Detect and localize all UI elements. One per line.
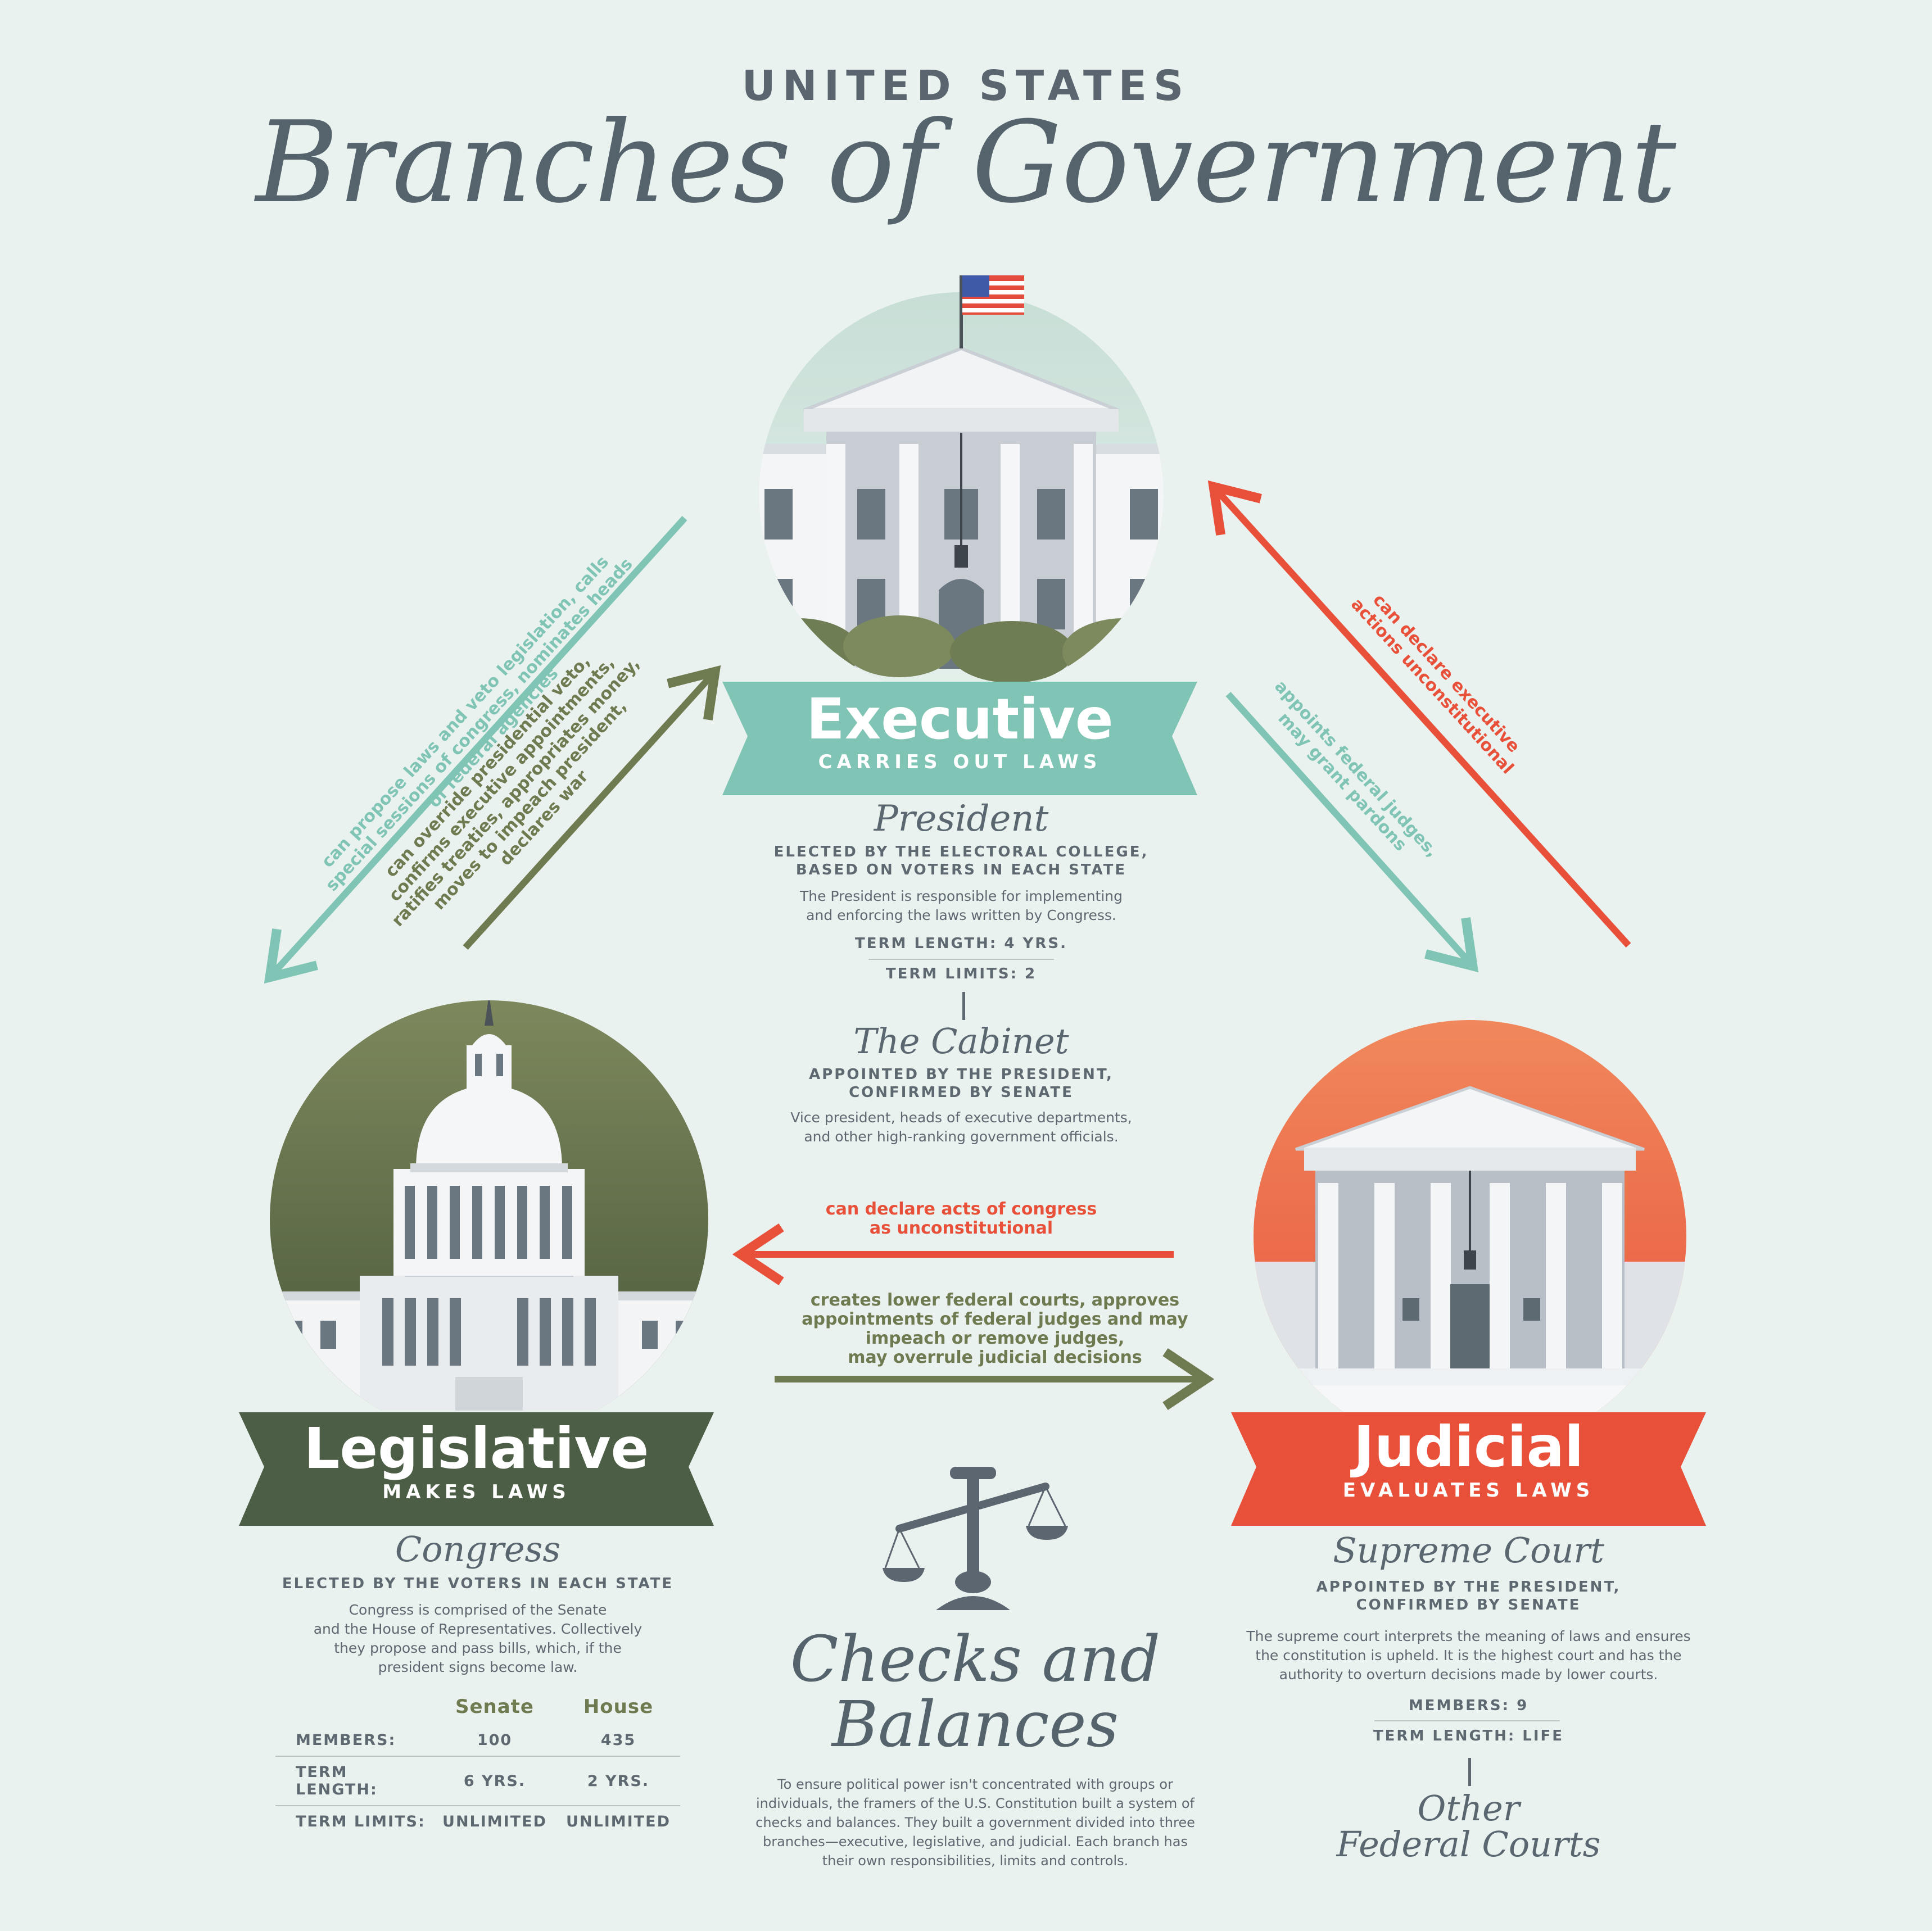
row-label: TERM LIMITS: <box>275 1805 433 1837</box>
table-row: TERM LENGTH: 6 YRS. 2 YRS. <box>275 1756 680 1806</box>
arrow-leg-to-exec <box>463 665 721 950</box>
cabinet-title: The Cabinet <box>853 1021 1069 1062</box>
president-term-limits: TERM LIMITS: 2 <box>885 966 1037 982</box>
row-label: MEMBERS: <box>296 1731 396 1749</box>
president-election-line: ELECTED BY THE ELECTORAL COLLEGE, <box>773 844 1149 860</box>
supreme-court-description-line: The supreme court interprets the meaning… <box>1246 1628 1691 1644</box>
checks-description-line: their own responsibilities, limits and c… <box>822 1853 1129 1869</box>
legislative-banner-title: Legislative <box>304 1416 649 1481</box>
house-value: 2 YRS. <box>556 1756 680 1806</box>
house-value: 435 <box>600 1731 636 1749</box>
congress-description-line: Congress is comprised of the Senate <box>349 1602 607 1618</box>
president-election: ELECTED BY THE ELECTORAL COLLEGE, BASED … <box>731 843 1192 879</box>
supreme-court-appointment-line: CONFIRMED BY SENATE <box>1356 1597 1581 1613</box>
divider <box>868 959 1054 960</box>
judicial-banner-shape <box>1231 1412 1706 1526</box>
president-title: President <box>874 798 1049 840</box>
scales-of-justice-icon <box>883 1467 1068 1610</box>
checks-description: To ensure political power isn't concentr… <box>708 1775 1242 1870</box>
arrow-exec-to-jud <box>1225 691 1479 973</box>
cabinet-description-line: Vice president, heads of executive depar… <box>790 1109 1132 1126</box>
label-jud-to-leg-line: can declare acts of congress <box>825 1199 1097 1219</box>
president-description-line: The President is responsible for impleme… <box>799 888 1123 904</box>
executive-banner-subtitle: CARRIES OUT LAWS <box>818 751 1102 773</box>
congress-description: Congress is comprised of the Senate and … <box>247 1601 708 1677</box>
table-row: TERM LIMITS: UNLIMITED UNLIMITED <box>275 1805 680 1837</box>
label-leg-to-jud-line: may overrule judicial decisions <box>848 1348 1142 1367</box>
arrow-jud-to-exec <box>1207 480 1631 948</box>
checks-description-line: individuals, the framers of the U.S. Con… <box>755 1796 1195 1811</box>
other-courts-line: Other <box>1417 1788 1520 1829</box>
connector-line <box>1468 1758 1471 1786</box>
supreme-court-term-length: TERM LENGTH: LIFE <box>1373 1728 1564 1744</box>
cabinet-appointment-line: APPOINTED BY THE PRESIDENT, <box>809 1066 1114 1083</box>
president-term-length: TERM LENGTH: 4 YRS. <box>855 935 1067 952</box>
senate-header: Senate <box>455 1696 534 1718</box>
connector-line <box>962 992 965 1020</box>
other-courts-line: Federal Courts <box>1336 1824 1601 1865</box>
label-leg-to-jud: creates lower federal courts, approves a… <box>770 1291 1220 1367</box>
page-title: Branches of Government <box>255 97 1677 228</box>
executive-banner-shape <box>722 682 1197 795</box>
row-label: TERM LENGTH: <box>275 1756 433 1806</box>
arrow-exec-to-leg <box>264 515 687 984</box>
judicial-banner-title: Judicial <box>1353 1414 1584 1480</box>
label-leg-to-jud-line: impeach or remove judges, <box>865 1329 1125 1348</box>
checks-and-balances-title: Checks and Balances <box>720 1627 1231 1757</box>
legislative-banner <box>239 1412 714 1526</box>
cabinet-appointment-line: CONFIRMED BY SENATE <box>849 1084 1074 1101</box>
congress-election: ELECTED BY THE VOTERS IN EACH STATE <box>282 1575 674 1592</box>
congress-description-line: and the House of Representatives. Collec… <box>313 1621 643 1637</box>
cabinet-description-line: and other high-ranking government offici… <box>804 1128 1119 1145</box>
checks-title-line: Balances <box>831 1688 1119 1761</box>
supreme-court-title: Supreme Court <box>1333 1530 1604 1571</box>
executive-banner <box>722 682 1197 795</box>
legislative-banner-subtitle: MAKES LAWS <box>382 1481 571 1503</box>
judicial-banner <box>1231 1412 1706 1526</box>
executive-banner-title: Executive <box>806 686 1114 752</box>
house-value: UNLIMITED <box>556 1805 680 1837</box>
capitol-icon <box>270 1000 708 1411</box>
legislative-banner-shape <box>239 1412 714 1526</box>
checks-title-line: Checks and <box>790 1623 1161 1696</box>
supertitle: UNITED STATES <box>741 62 1191 110</box>
congress-description-line: president signs become law. <box>378 1659 578 1675</box>
white-house-icon <box>759 275 1164 691</box>
checks-description-line: branches—executive, legislative, and jud… <box>763 1834 1188 1850</box>
divider <box>1374 1720 1560 1721</box>
table-row: MEMBERS: 100 435 <box>275 1725 680 1756</box>
supreme-court-icon <box>1254 1020 1686 1413</box>
president-description-line: and enforcing the laws written by Congre… <box>806 907 1116 923</box>
senate-value: 6 YRS. <box>433 1756 556 1806</box>
label-jud-to-leg: can declare acts of congress as unconsti… <box>793 1200 1130 1238</box>
president-description: The President is responsible for impleme… <box>731 887 1192 925</box>
president-election-line: BASED ON VOTERS IN EACH STATE <box>795 862 1127 878</box>
checks-description-line: To ensure political power isn't concentr… <box>777 1776 1173 1792</box>
house-header: House <box>583 1696 654 1718</box>
other-courts-title: Other Federal Courts <box>1231 1791 1706 1862</box>
supreme-court-appointment-line: APPOINTED BY THE PRESIDENT, <box>1316 1579 1621 1595</box>
checks-description-line: checks and balances. They built a govern… <box>755 1815 1195 1830</box>
senate-value: 100 <box>477 1731 513 1749</box>
label-leg-to-jud-line: appointments of federal judges and may <box>802 1309 1188 1329</box>
cabinet-description: Vice president, heads of executive depar… <box>731 1108 1192 1146</box>
cabinet-appointment: APPOINTED BY THE PRESIDENT, CONFIRMED BY… <box>731 1066 1192 1102</box>
supreme-court-description: The supreme court interprets the meaning… <box>1203 1627 1734 1684</box>
judicial-banner-subtitle: EVALUATES LAWS <box>1342 1479 1595 1502</box>
congress-stats-table: Senate House MEMBERS: 100 435 TERM LENGT… <box>275 1689 680 1837</box>
congress-description-line: they propose and pass bills, which, if t… <box>334 1640 622 1656</box>
senate-value: UNLIMITED <box>433 1805 556 1837</box>
supreme-court-members: MEMBERS: 9 <box>1408 1697 1529 1714</box>
label-leg-to-jud-line: creates lower federal courts, approves <box>810 1290 1180 1310</box>
supreme-court-description-line: authority to overturn decisions made by … <box>1279 1666 1658 1683</box>
supreme-court-description-line: the constitution is upheld. It is the hi… <box>1255 1647 1682 1663</box>
supreme-court-appointment: APPOINTED BY THE PRESIDENT, CONFIRMED BY… <box>1231 1578 1706 1614</box>
congress-title: Congress <box>395 1529 561 1570</box>
label-jud-to-leg-line: as unconstitutional <box>869 1218 1053 1238</box>
